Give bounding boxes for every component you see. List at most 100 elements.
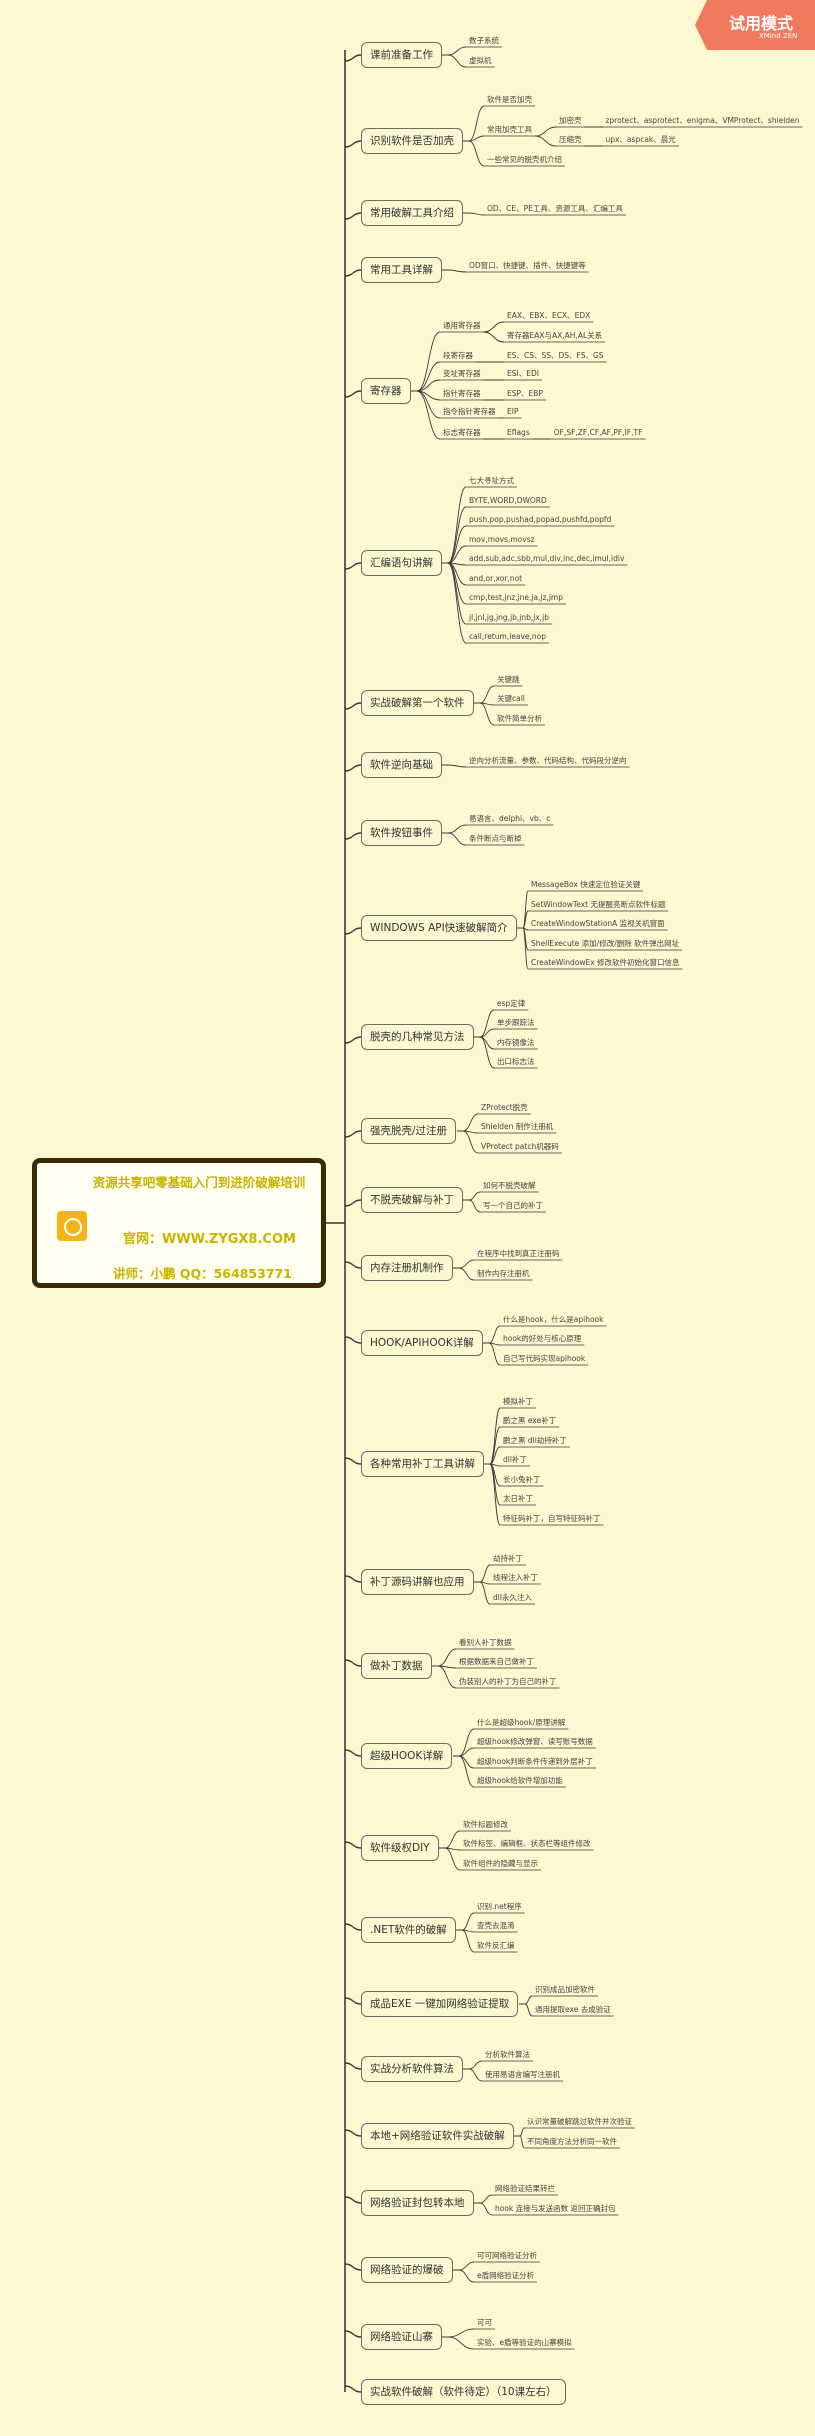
subtopic[interactable]: VProtect patch机器码 (481, 1142, 559, 1151)
main-topic[interactable]: 课前准备工作 (361, 42, 442, 68)
detail-topic[interactable]: EAX、EBX、ECX、EDX (507, 311, 591, 320)
subtopic[interactable]: and,or,xor,not (469, 574, 523, 583)
subtopic[interactable]: 长小兔补丁 (503, 1475, 541, 1484)
main-topic[interactable]: 常用工具详解 (361, 257, 442, 283)
subtopic[interactable]: 鹏之黑 dll劫持补丁 (503, 1436, 567, 1445)
subtopic[interactable]: 指针寄存器 (443, 389, 481, 398)
subtopic[interactable]: 指令指针寄存器 (443, 407, 496, 416)
subtopic[interactable]: OD窗口、快捷键、插件、快捷键等 (469, 261, 586, 270)
subtopic[interactable]: 使用易语言编写注册机 (485, 2070, 560, 2079)
subtopic[interactable]: 虚拟机 (469, 56, 492, 65)
main-topic[interactable]: 各种常用补丁工具讲解 (361, 1451, 484, 1477)
subtopic[interactable]: 超级hook给软件增加功能 (477, 1776, 563, 1785)
subtopic[interactable]: esp定律 (497, 999, 526, 1008)
subtopic[interactable]: 网络验证结果转拦 (495, 2184, 555, 2193)
subtopic[interactable]: 查壳去混淆 (477, 1921, 515, 1930)
subtopic[interactable]: 自己写代码实现apihook (503, 1354, 586, 1363)
main-topic[interactable]: HOOK/APIHOOK详解 (361, 1330, 483, 1356)
subtopic[interactable]: ZProtect脱壳 (481, 1103, 528, 1112)
subtopic[interactable]: call,retum,leave,nop (469, 632, 547, 641)
subtopic[interactable]: mov,movs,movsz (469, 535, 535, 544)
detail-topic[interactable]: EIP (507, 407, 519, 416)
subtopic[interactable]: BYTE,WORD,DWORD (469, 496, 547, 505)
main-topic[interactable]: 实战软件破解（软件待定）（10课左右） (361, 2379, 566, 2405)
detail-topic[interactable]: ES、CS、SS、DS、FS、GS (507, 351, 604, 360)
subtopic[interactable]: hook的好处与核心原理 (503, 1334, 582, 1343)
main-topic[interactable]: 网络验证山寨 (361, 2324, 442, 2350)
subtopic[interactable]: ShellExecute 添加/修改/删除 软件弹出网址 (531, 939, 680, 948)
main-topic[interactable]: 本地+网络验证软件实战破解 (361, 2123, 514, 2149)
subtopic[interactable]: 标志寄存器 (443, 428, 481, 437)
subtopic[interactable]: cmp,test,jnz,jne,ja,jz,jmp (469, 593, 563, 602)
detail-topic[interactable]: zprotect、asprotect、enigma、VMProtect、shie… (605, 116, 800, 125)
main-topic[interactable]: 软件按钮事件 (361, 820, 442, 846)
subtopic[interactable]: 写一个自己的补丁 (483, 1201, 543, 1210)
subtopic[interactable]: 伪装别人的补丁为自己的补丁 (459, 1677, 557, 1686)
main-topic[interactable]: .NET软件的破解 (361, 1917, 456, 1943)
subtopic[interactable]: hook 连接与发送函数 返回正确封包 (495, 2204, 616, 2213)
subtopic[interactable]: 关键call (497, 694, 525, 703)
subtopic[interactable]: 根据数据来自己做补丁 (459, 1657, 534, 1666)
subtopic[interactable]: 条件断点与断掉 (469, 834, 522, 843)
subtopic[interactable]: 鹏之黑 exe补丁 (503, 1416, 557, 1425)
subtopic[interactable]: 识别.net程序 (477, 1902, 522, 1911)
detail-topic[interactable]: ESP、EBP (507, 389, 543, 398)
subtopic[interactable]: 软件反汇编 (477, 1941, 515, 1950)
subtopic[interactable]: 出口标志法 (497, 1057, 535, 1066)
main-topic[interactable]: 脱壳的几种常见方法 (361, 1024, 474, 1050)
subtopic[interactable]: 软件标签、编辑框、状态栏等组件修改 (463, 1839, 591, 1848)
subtopic[interactable]: 可可网络验证分析 (477, 2251, 537, 2260)
subtopic[interactable]: 认识常量破解跳过软件并次验证 (527, 2117, 632, 2126)
subtopic[interactable]: SetWindowText 无提醒亮断点软件标题 (531, 900, 666, 909)
subtopic[interactable]: dll补丁 (503, 1455, 527, 1464)
subtopic[interactable]: 关键跳 (497, 675, 520, 684)
subtopic[interactable]: 单步跟踪法 (497, 1018, 535, 1027)
subtopic[interactable]: 变址寄存器 (443, 369, 481, 378)
subtopic[interactable]: 逆向分析流量、参数、代码结构、代码段分逆向 (469, 756, 627, 765)
subtopic[interactable]: 分析软件算法 (485, 2050, 530, 2059)
main-topic[interactable]: 实战分析软件算法 (361, 2056, 463, 2082)
subtopic[interactable]: 什么是hook，什么是apihook (503, 1315, 604, 1324)
main-topic[interactable]: 实战破解第一个软件 (361, 690, 474, 716)
subtopic[interactable]: 超级hook判断条件传递到外层补丁 (477, 1757, 593, 1766)
main-topic[interactable]: 寄存器 (361, 378, 411, 404)
subtopic[interactable]: 软件标题修改 (463, 1820, 508, 1829)
subtopic[interactable]: CreateWindowStationA 监视关机窗面 (531, 919, 665, 928)
main-topic[interactable]: 不脱壳破解与补丁 (361, 1187, 463, 1213)
trial-mode-badge[interactable]: 试用模式 XMind ZEN (695, 0, 815, 50)
subtopic[interactable]: 软件组件的隐藏与显示 (463, 1859, 538, 1868)
detail-topic[interactable]: Eflags (507, 428, 530, 437)
subtopic[interactable]: 软件是否加壳 (487, 95, 532, 104)
main-topic[interactable]: 强壳脱壳/过注册 (361, 1118, 457, 1144)
detail-topic[interactable]: upx、aspcak、晨光 (605, 135, 676, 144)
subtopic[interactable]: Shielden 制作注册机 (481, 1122, 554, 1131)
subtopic[interactable]: 劫持补丁 (493, 1554, 523, 1563)
subtopic[interactable]: 段寄存器 (443, 351, 473, 360)
central-topic[interactable]: 资源共享吧零基础入门到进阶破解培训 官网：WWW.ZYGX8.COM 讲师：小鹏… (32, 1158, 326, 1288)
main-topic[interactable]: 网络验证的爆破 (361, 2257, 453, 2283)
main-topic[interactable]: 做补丁数据 (361, 1653, 432, 1679)
main-topic[interactable]: 网络验证封包转本地 (361, 2190, 474, 2216)
main-topic[interactable]: 补丁源码讲解也应用 (361, 1569, 474, 1595)
subtopic[interactable]: 识别成品加密软件 (535, 1985, 595, 1994)
subtopic[interactable]: 超级hook修改弹窗、读写账号数据 (477, 1737, 593, 1746)
main-topic[interactable]: 软件逆向基础 (361, 752, 442, 778)
main-topic[interactable]: 常用破解工具介绍 (361, 200, 463, 226)
subtopic[interactable]: 不同角度方法分析同一软件 (527, 2137, 617, 2146)
subtopic[interactable]: dll永久注入 (493, 1593, 532, 1602)
main-topic[interactable]: WINDOWS API快速破解简介 (361, 915, 517, 941)
subtopic[interactable]: 看别人补丁数据 (459, 1638, 512, 1647)
main-topic[interactable]: 成品EXE 一键加网络验证提取 (361, 1991, 519, 2017)
detail-topic[interactable]: ESI、EDI (507, 369, 539, 378)
subtopic[interactable]: 易语言、delphi、vb、c (469, 814, 551, 823)
subtopic[interactable]: 一些常见的脱壳机介绍 (487, 155, 562, 164)
subtopic[interactable]: 如何不脱壳破解 (483, 1181, 536, 1190)
subtopic[interactable]: 实验、e盾等验证的山寨模拟 (477, 2338, 572, 2347)
detail-topic[interactable]: 寄存器EAX与AX,AH,AL关系 (507, 331, 603, 340)
detail-topic[interactable]: 压缩壳 (559, 135, 582, 144)
main-topic[interactable]: 识别软件是否加壳 (361, 128, 463, 154)
main-topic[interactable]: 超级HOOK详解 (361, 1743, 453, 1769)
subtopic[interactable]: add,sub,adc,sbb,mul,div,inc,dec,imul,idi… (469, 554, 625, 563)
subtopic[interactable]: 七大寻址方式 (469, 476, 514, 485)
subtopic[interactable]: 通用提取exe 去成验证 (535, 2005, 611, 2014)
